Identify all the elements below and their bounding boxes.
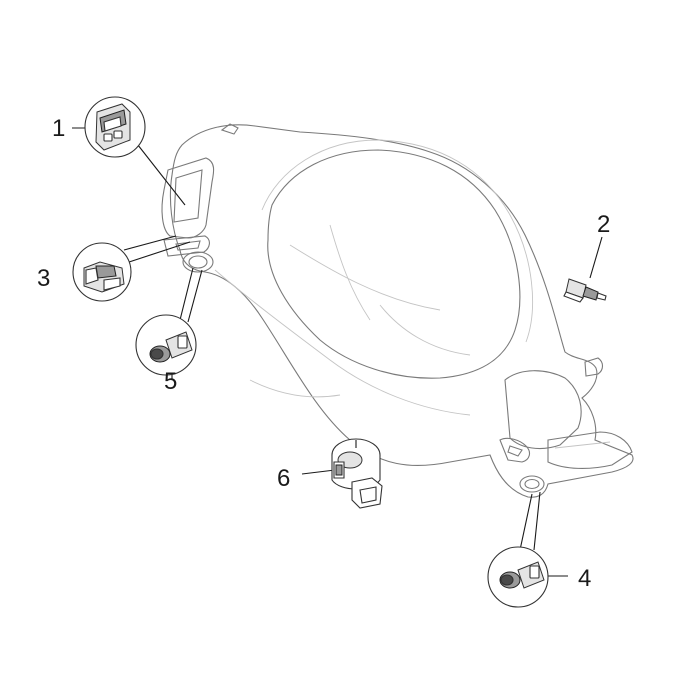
leader-2 xyxy=(589,236,603,279)
part-2-sensor xyxy=(563,278,607,303)
callout-3: 3 xyxy=(37,265,50,292)
handlebar-cover xyxy=(161,123,634,498)
leader-4b xyxy=(533,491,541,551)
leader-6 xyxy=(301,469,336,475)
part-3-lever-switch xyxy=(72,242,132,302)
callout-5: 5 xyxy=(164,368,177,395)
leader-3b xyxy=(125,241,191,264)
part-5-push-button xyxy=(135,314,197,376)
leader-3a xyxy=(123,235,177,251)
leader-4a xyxy=(519,493,533,551)
callout-4: 4 xyxy=(578,565,591,592)
part-4-push-button xyxy=(487,546,549,608)
callout-1: 1 xyxy=(52,115,65,142)
part-1-rocker-switch xyxy=(84,96,146,158)
part-6-key-switch xyxy=(331,438,383,509)
leader-1b xyxy=(133,139,186,206)
leader-5a xyxy=(179,267,194,321)
callout-6: 6 xyxy=(277,465,290,492)
leader-5b xyxy=(187,269,203,323)
callout-2: 2 xyxy=(597,211,610,238)
